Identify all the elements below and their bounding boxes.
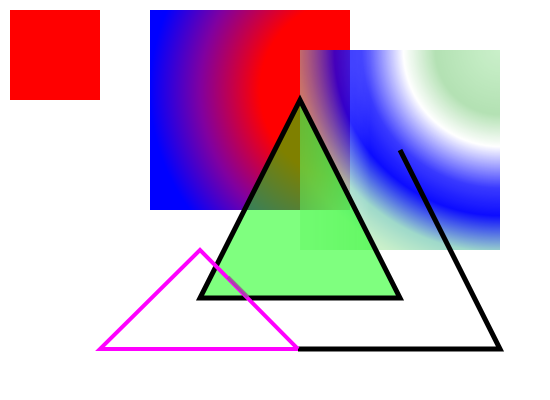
black-open-path xyxy=(298,148,505,352)
green-triangle xyxy=(195,94,405,301)
magenta-triangle xyxy=(95,247,300,351)
red-square xyxy=(10,10,100,100)
magenta-overlap-segment xyxy=(226,275,250,299)
